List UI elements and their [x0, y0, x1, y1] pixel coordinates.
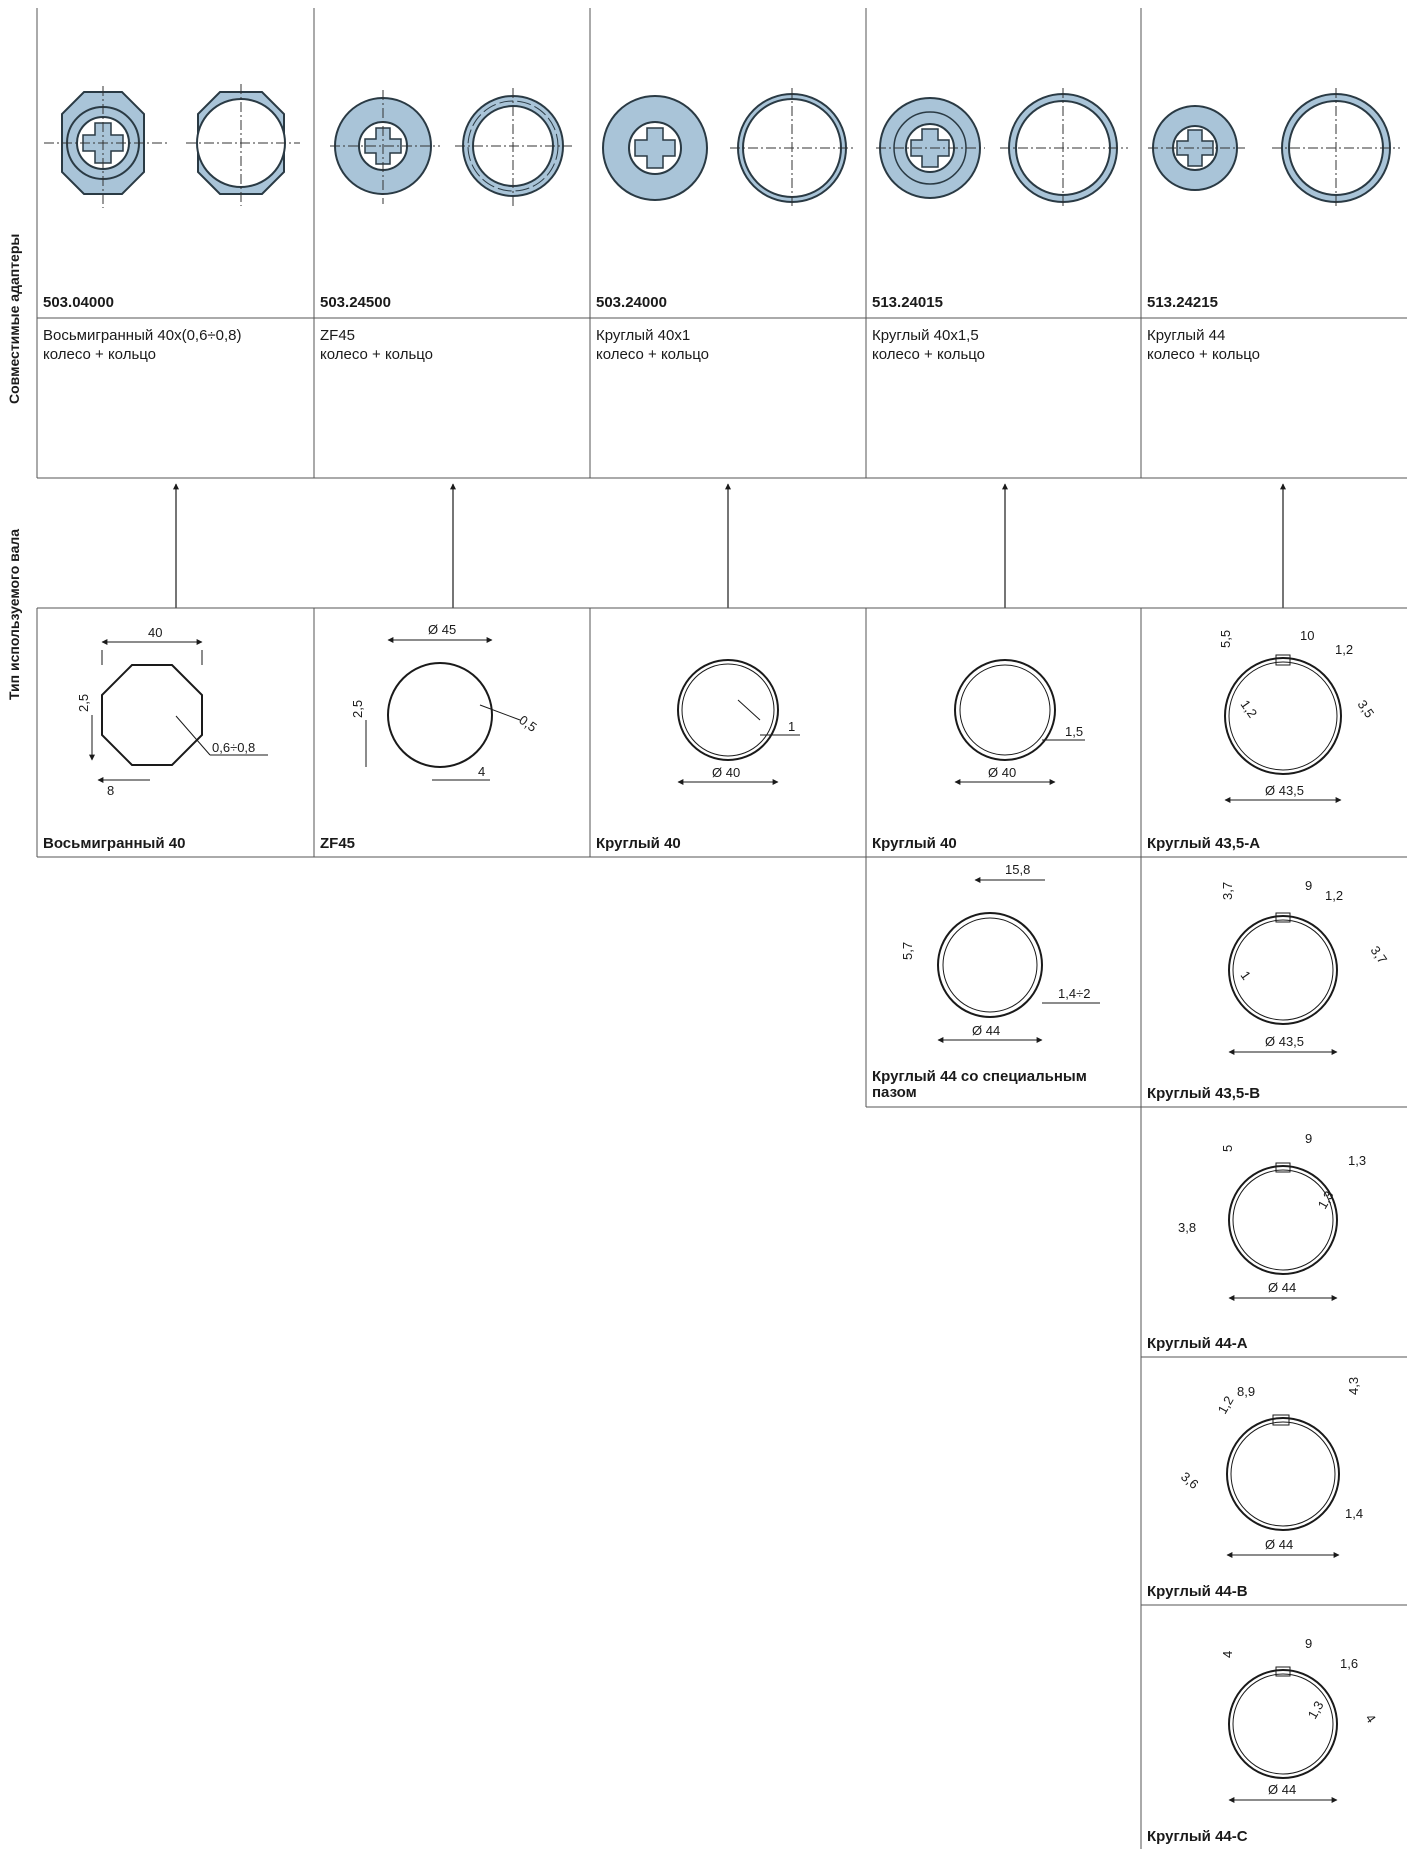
- profile-table-grid: [36, 607, 1407, 1849]
- dim-label: 1,3: [1348, 1153, 1366, 1168]
- dim-label: 4: [1363, 1711, 1379, 1726]
- dim-label: 2,5: [76, 694, 91, 712]
- dim-label: 1,6: [1340, 1656, 1358, 1671]
- dim-label: 10: [1300, 628, 1314, 643]
- dim-label: Ø 44: [1268, 1280, 1296, 1295]
- dim-label: 1,5: [1065, 724, 1083, 739]
- dim-label: 9: [1305, 1131, 1312, 1146]
- dim-label: 4: [478, 764, 485, 779]
- dim-label: 5,7: [900, 942, 915, 960]
- adapter-drawing-2: [330, 88, 572, 206]
- profile-name: Круглый 44-A: [1147, 1335, 1248, 1352]
- dim-label: 3,5: [1355, 697, 1378, 720]
- adapter-code: 513.24215: [1147, 294, 1218, 311]
- dim-label: 4,3: [1346, 1377, 1361, 1395]
- adapter-code: 503.04000: [43, 294, 114, 311]
- dim-label: 1,2: [1215, 1393, 1237, 1416]
- dim-label: 0,6÷0,8: [212, 740, 255, 755]
- profile-name: Круглый 44-B: [1147, 1583, 1248, 1600]
- dim-label: 4: [1220, 1651, 1235, 1658]
- adapter-drawing-3: [602, 88, 856, 208]
- profile-name: Круглый 40: [596, 835, 681, 852]
- adapter-code: 503.24500: [320, 294, 391, 311]
- adapter-description: Восьмигранный 40x(0,6÷0,8)колесо + кольц…: [43, 327, 242, 363]
- profile-name: Круглый 43,5-B: [1147, 1085, 1261, 1102]
- dim-label: 1,4÷2: [1058, 986, 1090, 1001]
- dim-label: 3,6: [1178, 1469, 1201, 1492]
- adapter-drawing-5: [1148, 88, 1400, 208]
- compatibility-arrows: [173, 483, 1286, 608]
- dim-label: 3,7: [1220, 882, 1235, 900]
- profile-name: Круглый 44 со специальным пазом: [872, 1068, 1087, 1101]
- dim-label: 0,5: [516, 712, 539, 735]
- adapter-code: 513.24015: [872, 294, 943, 311]
- dim-label: Ø 40: [988, 765, 1016, 780]
- profile-drawings: [89, 637, 1342, 1803]
- dim-label: 5,5: [1218, 630, 1233, 648]
- dim-label: Ø 43,5: [1265, 783, 1304, 798]
- dim-label: 1,3: [1305, 1698, 1327, 1721]
- dim-label: 40: [148, 625, 162, 640]
- dim-label: 1,2: [1335, 642, 1353, 657]
- dim-label: Ø 44: [1268, 1782, 1296, 1797]
- dim-label: 9: [1305, 878, 1312, 893]
- dim-label: 2,5: [350, 700, 365, 718]
- dim-label: 3,8: [1178, 1220, 1196, 1235]
- dim-label: 8: [107, 783, 114, 798]
- profile-name: Круглый 40: [872, 835, 957, 852]
- profile-name: Круглый 43,5-A: [1147, 835, 1261, 852]
- profile-name: ZF45: [320, 835, 356, 852]
- dim-label: Ø 45: [428, 622, 456, 637]
- dim-label: 1,2: [1238, 697, 1261, 720]
- dim-label: 1: [788, 719, 795, 734]
- dim-label: 1: [1238, 968, 1254, 983]
- dim-label: 3,7: [1368, 943, 1391, 966]
- dim-label: Ø 44: [972, 1023, 1000, 1038]
- dim-label: 15,8: [1005, 862, 1030, 877]
- dim-label: 1,3: [1315, 1188, 1337, 1211]
- adapter-table-grid: [36, 8, 1407, 479]
- dim-label: 9: [1305, 1636, 1312, 1651]
- adapter-code: 503.24000: [596, 294, 667, 311]
- dim-label: Ø 43,5: [1265, 1034, 1304, 1049]
- dim-label: Ø 44: [1265, 1537, 1293, 1552]
- dim-label: 1,4: [1345, 1506, 1363, 1521]
- profile-name: Восьмигранный 40: [43, 835, 186, 852]
- profile-name: Круглый 44-C: [1147, 1828, 1248, 1845]
- dim-label: 5: [1220, 1145, 1235, 1152]
- dim-label: 8,9: [1237, 1384, 1255, 1399]
- dim-label: Ø 40: [712, 765, 740, 780]
- adapter-drawing-1: [44, 84, 300, 208]
- dim-label: 1,2: [1325, 888, 1343, 903]
- adapter-drawing-4: [876, 88, 1128, 208]
